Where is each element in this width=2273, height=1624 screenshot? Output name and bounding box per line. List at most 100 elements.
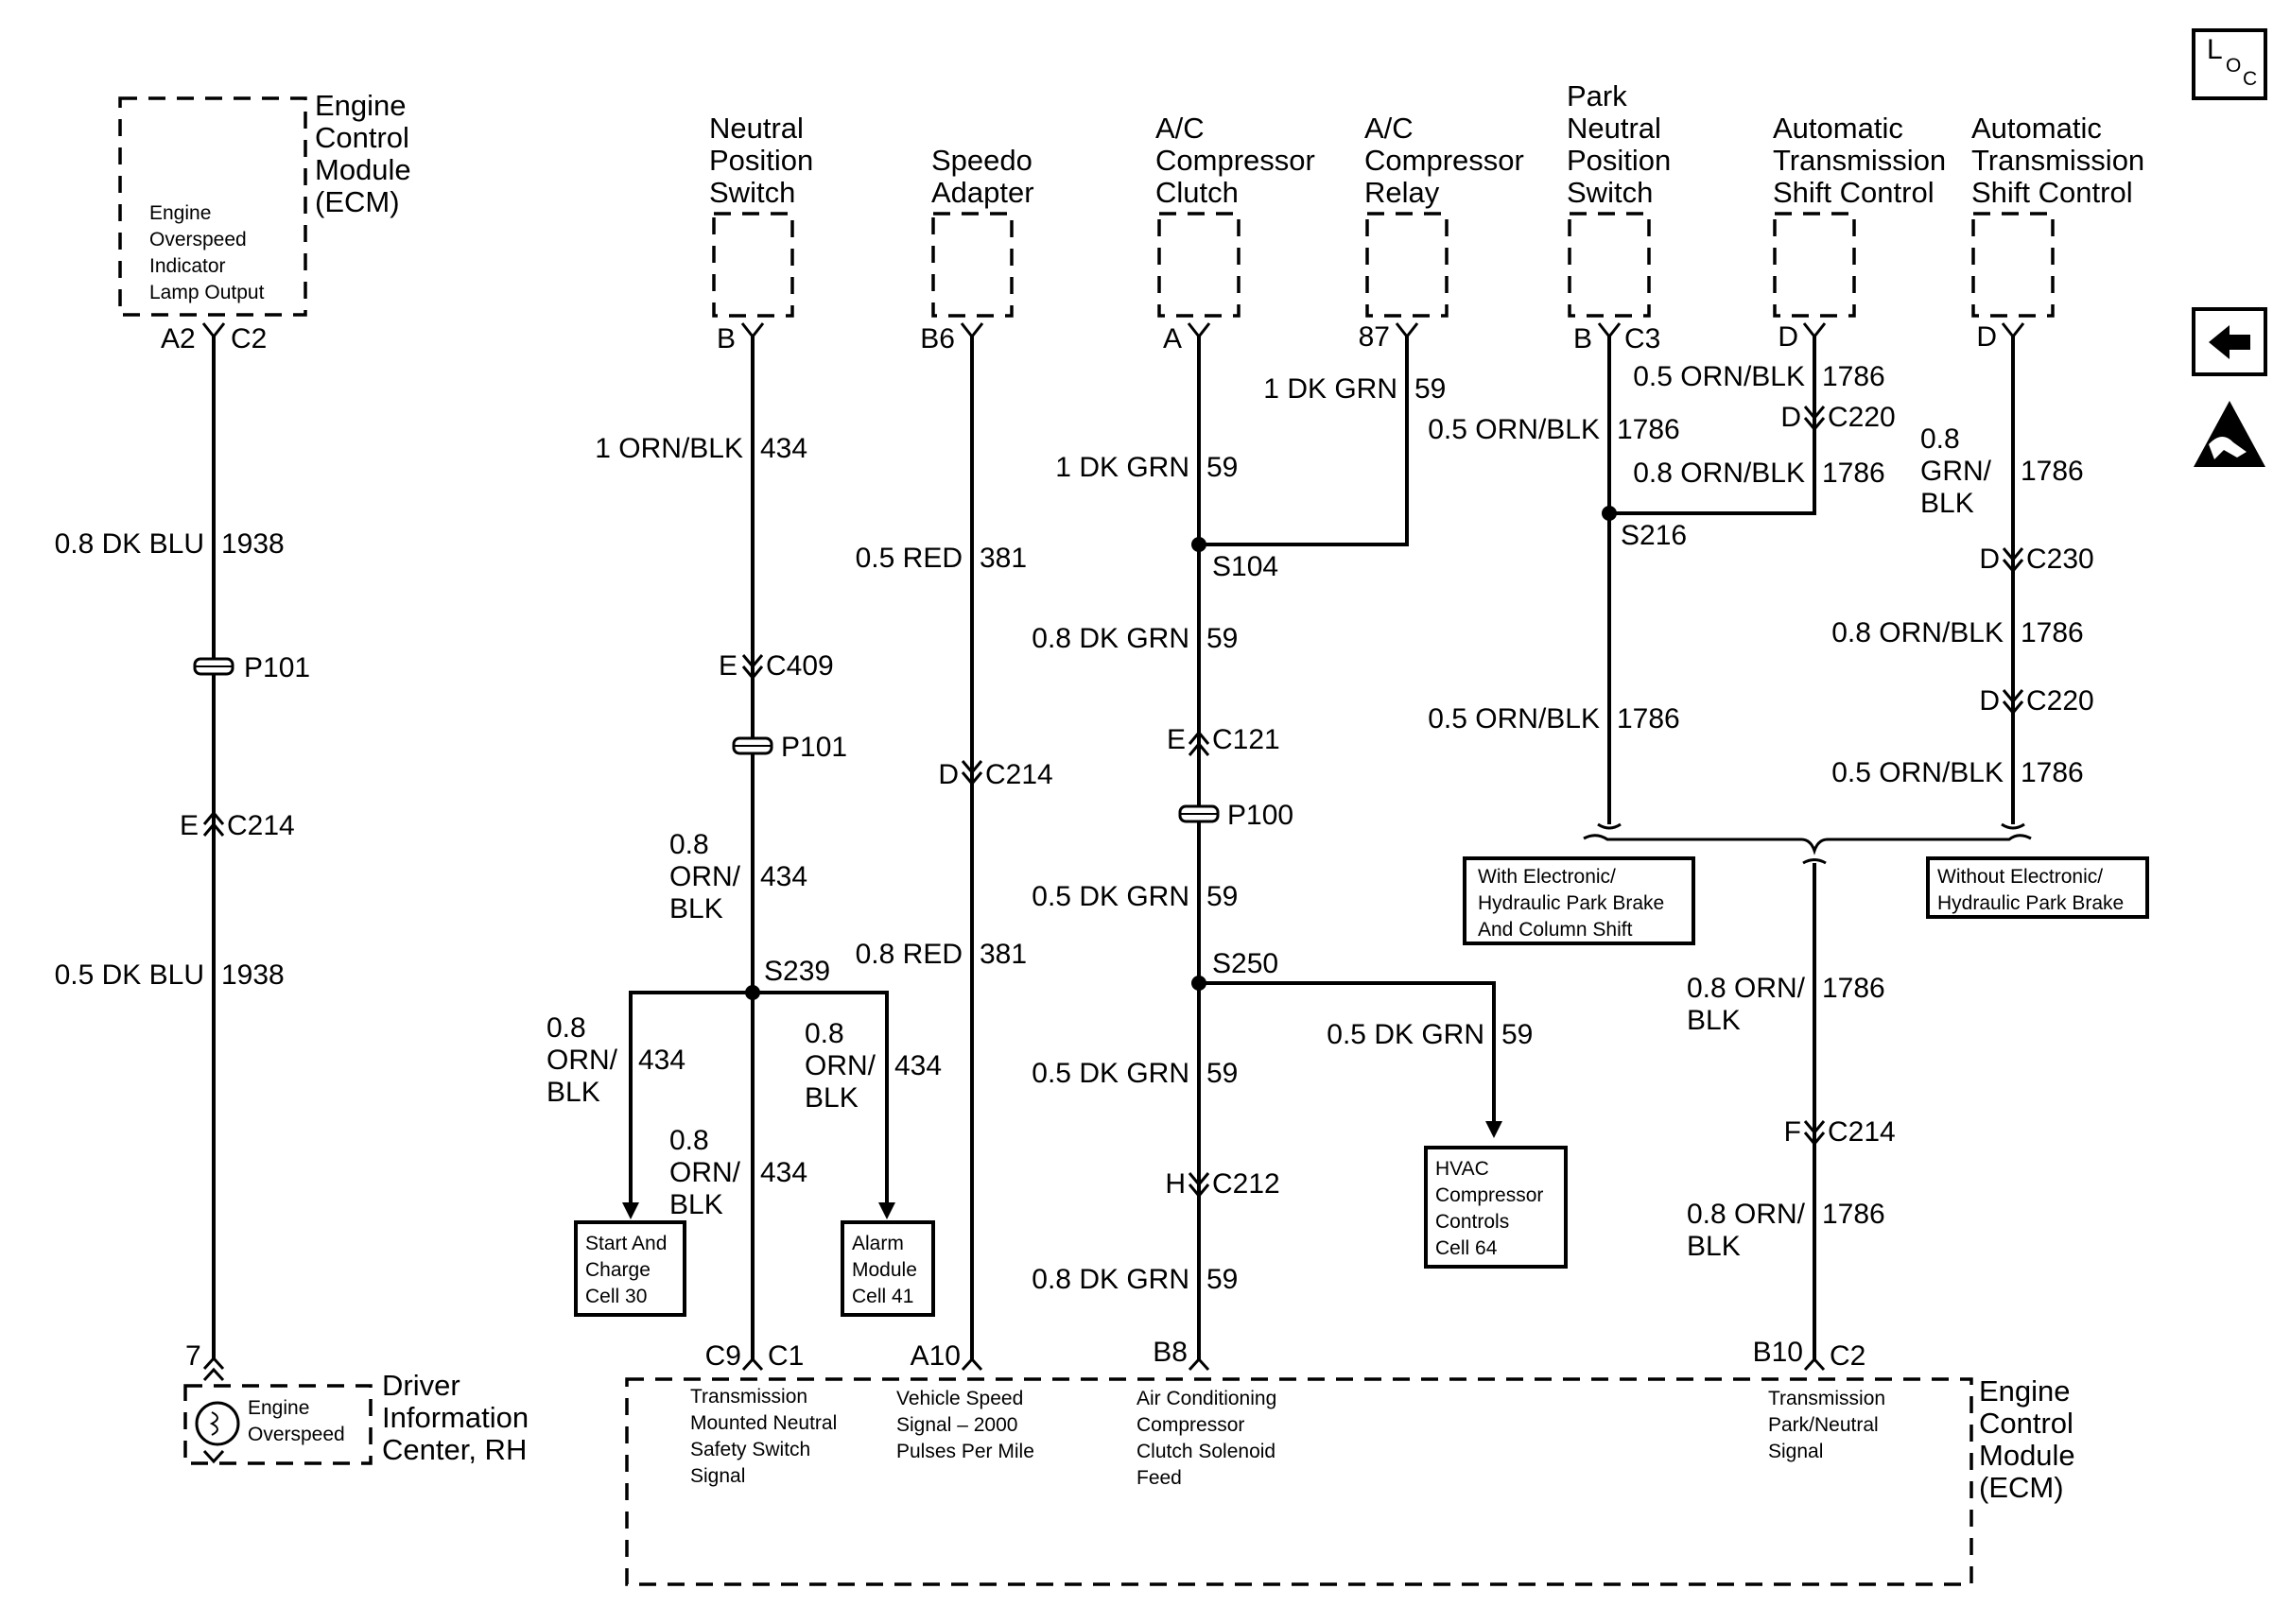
s250-label: S250: [1212, 948, 1278, 979]
alarm-line-3: Cell 41: [852, 1286, 913, 1307]
s216-label: S216: [1621, 520, 1687, 551]
alarm-line-2: Module: [852, 1259, 917, 1281]
w1786pnp-gauge: 0.5 ORN/BLK: [1428, 414, 1600, 445]
s104-label: S104: [1212, 551, 1278, 582]
acclutch-line-4: Feed: [1136, 1467, 1182, 1489]
hvac-line-4: Cell 64: [1435, 1237, 1498, 1259]
s216-splice: [1602, 506, 1617, 521]
tmnss-line-4: Signal: [690, 1465, 745, 1487]
w434b-circuit: 434: [760, 861, 807, 892]
p101-mid-label: P101: [781, 732, 847, 763]
clutch-label-3: Clutch: [1155, 176, 1239, 209]
w1786shiftmid-circuit: 1786: [1822, 458, 1885, 489]
w434down-circuit: 434: [760, 1157, 807, 1188]
c214-mid-pin: D: [938, 759, 959, 790]
shift1-pin: D: [1778, 321, 1798, 353]
w1938b-circuit: 1938: [221, 959, 285, 991]
c230-name: C230: [2026, 544, 2094, 575]
relay-label-3: Relay: [1364, 176, 1440, 209]
w1786s2top-gauge-2: GRN/: [1920, 456, 1992, 487]
circuit-1938: 0.8 DK BLU 1938 P101 E C214 0.5 DK BLU 1…: [55, 336, 310, 1359]
without-park-brake-option[interactable]: Without Electronic/ Hydraulic Park Brake: [1926, 856, 2149, 919]
w434down-gauge-2: ORN/: [669, 1157, 741, 1188]
w59hvac-gauge: 0.5 DK GRN: [1327, 1019, 1484, 1050]
circuit-434: 1 ORN/BLK 434 E C409 P101 0.8 ORN/ BLK 4…: [547, 336, 942, 1359]
ecm-bottom-title-1: Engine: [1979, 1374, 2071, 1408]
speedo-pin: B6: [920, 323, 955, 354]
ecm-top-inner-3: Indicator: [149, 255, 226, 277]
w1786pnpdown-circuit: 1786: [1617, 703, 1680, 734]
ecm-top-title-4: (ECM): [315, 185, 400, 218]
dic-pin: 7: [185, 1340, 201, 1372]
ecm-top-inner-1: Engine: [149, 202, 211, 224]
loc-button[interactable]: L O C: [2192, 28, 2267, 100]
w434a-circuit: 434: [760, 433, 807, 464]
w1938b-gauge: 0.5 DK BLU: [55, 959, 204, 991]
w1938a-circuit: 1938: [221, 528, 285, 560]
dic-title-1: Driver: [382, 1369, 460, 1402]
c214-mid-name: C214: [985, 759, 1053, 790]
w434right-gauge-3: BLK: [805, 1082, 859, 1114]
w434right-circuit: 434: [894, 1050, 942, 1081]
pnsignal-line-1: Transmission: [1768, 1388, 1885, 1409]
shift2-label-3: Shift Control: [1971, 176, 2133, 209]
start-charge-line-3: Cell 30: [585, 1286, 647, 1307]
acclutch-line-3: Clutch Solenoid: [1136, 1441, 1275, 1462]
w1786down1-gauge-2: BLK: [1687, 1005, 1741, 1036]
hvac-line-3: Controls: [1435, 1211, 1509, 1233]
shift1-label-1: Automatic: [1773, 112, 1903, 145]
c220a-name: C220: [1828, 402, 1896, 433]
p101-left-label: P101: [244, 652, 310, 683]
ecm-top-title-2: Control: [315, 121, 409, 154]
clutch-label-2: Compressor: [1155, 144, 1315, 177]
speedo-adapter: Speedo Adapter B6 0.5 RED 381 D C214 0.8…: [856, 144, 1053, 1359]
pnp-pin-b: B: [1573, 323, 1592, 354]
with-option-line-1: With Electronic/: [1478, 866, 1616, 888]
p100-label: P100: [1227, 800, 1293, 831]
w434b-gauge-2: ORN/: [669, 861, 741, 892]
loc-l: L: [2207, 34, 2223, 65]
s104-splice: [1191, 537, 1206, 552]
w434b-gauge-1: 0.8: [669, 829, 709, 860]
with-park-brake-option[interactable]: With Electronic/ Hydraulic Park Brake An…: [1463, 856, 1695, 945]
dic-title-3: Center, RH: [382, 1433, 527, 1466]
w434left-gauge-2: ORN/: [547, 1045, 618, 1076]
c214-right-name: C214: [1828, 1116, 1896, 1148]
ecm-bottom-module: Engine Control Module (ECM) C9 C1 A10 B8…: [625, 1337, 2075, 1586]
w434down-gauge-1: 0.8: [669, 1125, 709, 1156]
nps-label-1: Neutral: [709, 112, 804, 145]
ac-compressor-relay: A/C Compressor Relay 87: [1359, 112, 1524, 353]
w434left-gauge-1: 0.8: [547, 1012, 586, 1044]
vss-line-1: Vehicle Speed: [896, 1388, 1023, 1409]
hvac-reference[interactable]: HVAC Compressor Controls Cell 64: [1424, 1146, 1568, 1269]
dic-inner-2: Overspeed: [248, 1424, 345, 1445]
shift2-label-1: Automatic: [1971, 112, 2102, 145]
start-charge-reference[interactable]: Start And Charge Cell 30: [574, 1220, 686, 1317]
w381a-circuit: 381: [980, 543, 1027, 574]
w1786s2low-gauge: 0.5 ORN/BLK: [1831, 757, 2004, 788]
c212-name: C212: [1212, 1168, 1280, 1200]
w1786down2-gauge-2: BLK: [1687, 1231, 1741, 1262]
ecm-top-inner-4: Lamp Output: [149, 282, 265, 303]
w1786down2-circuit: 1786: [1822, 1199, 1885, 1230]
ecm-top-title-3: Module: [315, 153, 411, 186]
w59clutch-gauge: 1 DK GRN: [1055, 452, 1189, 483]
ecm-top-title-1: Engine: [315, 89, 407, 122]
vss-line-3: Pulses Per Mile: [896, 1441, 1034, 1462]
pnp-label-1: Park: [1567, 79, 1627, 112]
w59hvac-circuit: 59: [1501, 1019, 1533, 1050]
alarm-module-reference[interactable]: Alarm Module Cell 41: [841, 1220, 935, 1317]
c121-pin: E: [1167, 724, 1186, 755]
acclutch-line-1: Air Conditioning: [1136, 1388, 1276, 1409]
w381a-gauge: 0.5 RED: [856, 543, 963, 574]
speedo-label-1: Speedo: [931, 144, 1032, 177]
back-arrow-icon[interactable]: [2192, 307, 2267, 376]
w1786shifttop-gauge: 0.5 ORN/BLK: [1633, 361, 1805, 392]
w59c-gauge: 0.5 DK GRN: [1032, 881, 1189, 912]
automatic-transmission-shift-control-2: Automatic Transmission Shift Control D: [1971, 112, 2144, 353]
ecm-top-inner-2: Overspeed: [149, 229, 247, 251]
shift2-pin: D: [1976, 321, 1997, 353]
w434down-gauge-3: BLK: [669, 1189, 723, 1220]
ac-compressor-clutch: A/C Compressor Clutch A: [1155, 112, 1315, 354]
